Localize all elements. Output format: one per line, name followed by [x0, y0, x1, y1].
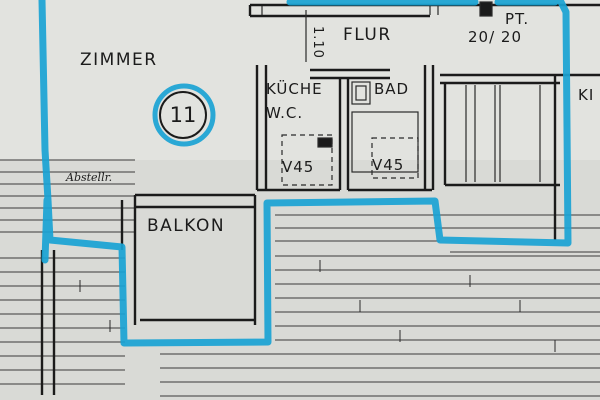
details [261, 1, 541, 186]
room-label-balkon: BALKON [147, 216, 226, 236]
dimension-label: 1.10 [310, 26, 325, 59]
room-label-kinder: KI [578, 86, 595, 104]
room-number: 11 [169, 103, 197, 127]
room-label-flur: FLUR [343, 25, 392, 45]
apartment-highlight [38, 0, 572, 347]
room-label-bad: BAD [374, 80, 410, 98]
vent-label-kueche: V45 [282, 158, 315, 176]
vent-label-bad: V45 [372, 156, 405, 174]
hatching-left [0, 159, 135, 385]
room-label-kueche: KÜCHE [266, 80, 323, 98]
pt-label: PT. [505, 10, 530, 28]
hatching-ticks [79, 260, 556, 352]
room-label-wc: W.C. [266, 104, 304, 122]
handwritten-note: Abstellr. [66, 171, 113, 184]
room-label-zimmer: ZIMMER [80, 50, 158, 70]
room-number-highlight [152, 83, 216, 147]
room-number-circle [159, 91, 207, 139]
pt-value: 20/ 20 [468, 28, 522, 46]
